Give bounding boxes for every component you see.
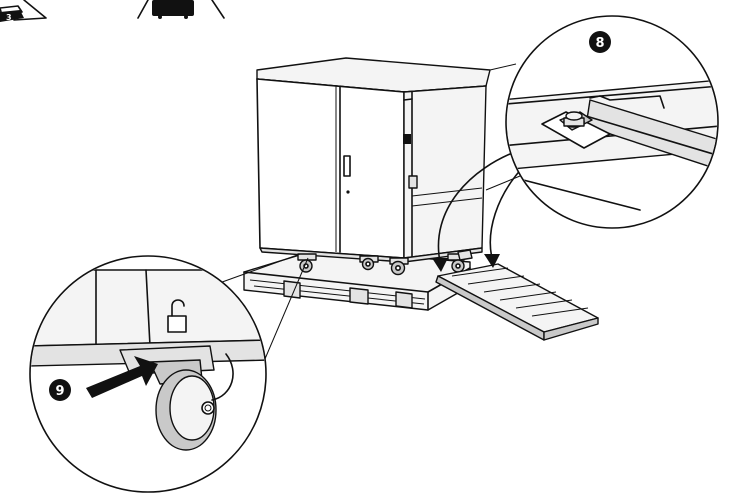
cabinet-side (403, 85, 487, 259)
step-number-8: 8 (595, 36, 604, 51)
warning-pictogram-left: 3 (0, 0, 47, 22)
push-arrow-icon (86, 356, 158, 398)
detail-circle-ramp-fastener (485, 15, 719, 229)
step-number-9: 9 (55, 384, 64, 399)
unlock-icon (167, 299, 187, 333)
caster (359, 255, 379, 271)
step-badge-8: 8 (589, 31, 611, 53)
cabinet-front (256, 78, 405, 259)
svg-text:3: 3 (6, 13, 12, 22)
step-badge-9: 9 (49, 379, 71, 401)
warning-pictogram-right (137, 0, 225, 19)
curved-arrow-icon (432, 149, 525, 272)
cabinet (256, 57, 491, 263)
detail-circle-caster-lock (29, 253, 309, 493)
ramp (435, 263, 599, 341)
door-handle (343, 155, 351, 177)
caster (389, 257, 409, 276)
